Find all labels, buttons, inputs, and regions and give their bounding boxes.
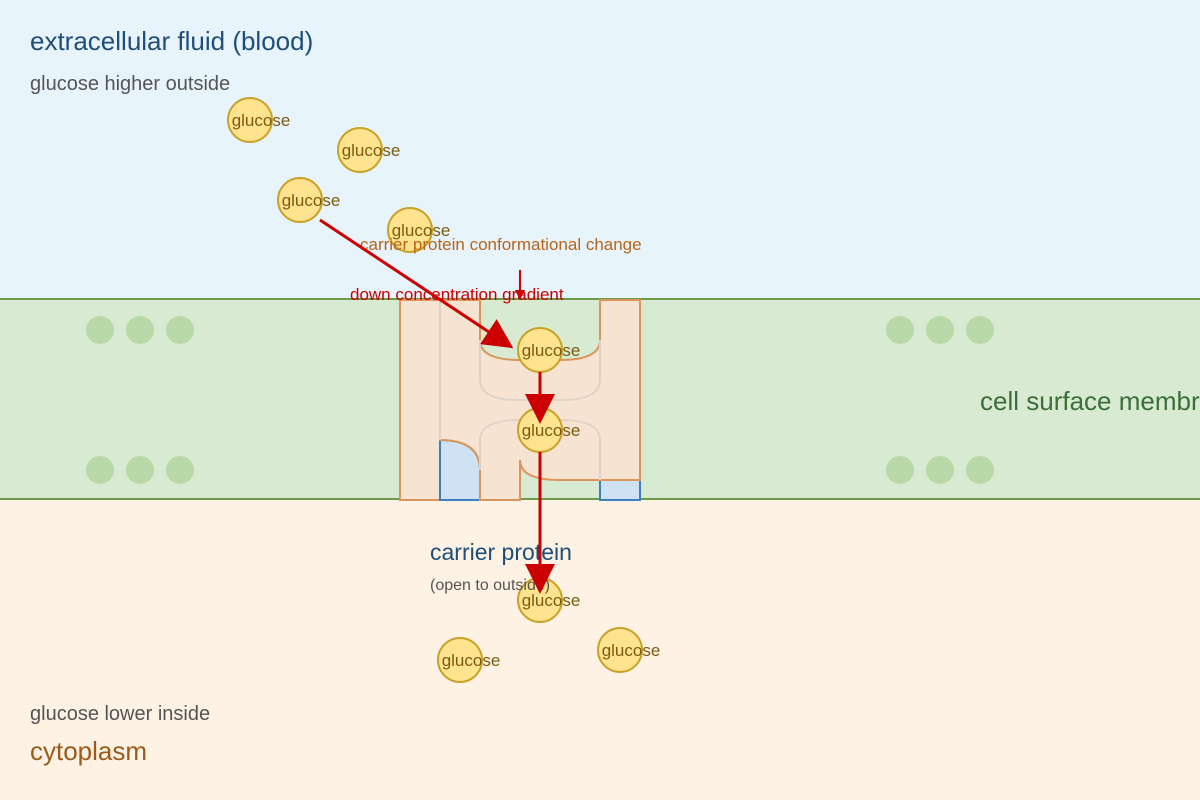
lipid-head bbox=[886, 456, 914, 484]
glucose-molecule: glucose bbox=[597, 627, 661, 673]
lipid-head bbox=[86, 456, 114, 484]
lipid-head bbox=[966, 456, 994, 484]
extracellular-region bbox=[0, 0, 1200, 300]
cytoplasm-label: cytoplasm bbox=[30, 736, 147, 766]
glucose-label: glucose bbox=[442, 651, 501, 670]
glucose-label: glucose bbox=[522, 341, 581, 360]
glucose-label: glucose bbox=[522, 591, 581, 610]
carrier-protein-label: carrier protein bbox=[430, 539, 572, 565]
glucose-molecule: glucose bbox=[517, 327, 581, 373]
outside-concentration-label: glucose higher outside bbox=[30, 73, 230, 95]
lipid-head bbox=[966, 316, 994, 344]
protein-left-pillar bbox=[399, 299, 441, 501]
glucose-molecule: glucose bbox=[227, 97, 291, 143]
phospholipid-heads bbox=[86, 316, 994, 484]
glucose-molecule: glucose bbox=[337, 127, 401, 173]
carrier-state-label: (open to outside) bbox=[430, 577, 550, 594]
lipid-head bbox=[166, 456, 194, 484]
gradient-arrow-entry bbox=[319, 218, 514, 349]
glucose-label: glucose bbox=[522, 421, 581, 440]
lipid-head bbox=[166, 316, 194, 344]
lipid-head bbox=[886, 316, 914, 344]
gradient-label: down concentration gradient bbox=[350, 285, 564, 304]
lipid-head bbox=[86, 316, 114, 344]
glucose-label: glucose bbox=[342, 141, 401, 160]
glucose-label: glucose bbox=[232, 111, 291, 130]
glucose-label: glucose bbox=[282, 191, 341, 210]
glucose-molecule: glucose bbox=[437, 637, 501, 683]
extracellular-label: extracellular fluid (blood) bbox=[30, 26, 313, 56]
lipid-head bbox=[126, 456, 154, 484]
lipid-head bbox=[926, 316, 954, 344]
glucose-molecule: glucose bbox=[277, 177, 341, 223]
membrane-label: cell surface membrane bbox=[980, 386, 1200, 416]
conformation-label: carrier protein conformational change bbox=[360, 235, 642, 254]
inside-concentration-label: glucose lower inside bbox=[30, 703, 210, 725]
glucose-label: glucose bbox=[602, 641, 661, 660]
lipid-head bbox=[126, 316, 154, 344]
lipid-head bbox=[926, 456, 954, 484]
glucose-label: glucose bbox=[392, 221, 451, 240]
glucose-molecule: glucose bbox=[387, 207, 451, 253]
